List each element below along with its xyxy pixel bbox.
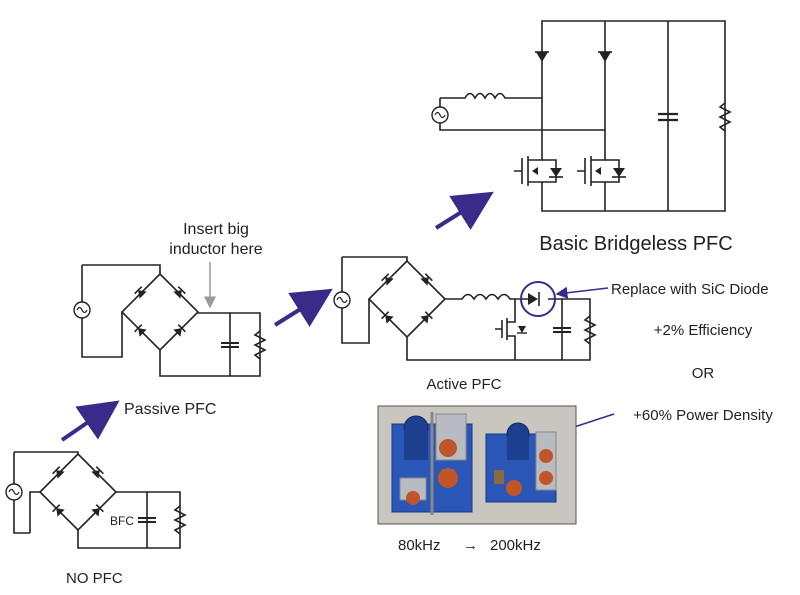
efficiency-label: +2% Efficiency <box>654 322 753 339</box>
passive-pfc-label: Passive PFC <box>124 401 216 418</box>
bfc-label: BFC <box>110 514 134 528</box>
no-pfc-circuit <box>5 451 186 549</box>
progression-arrow-2 <box>273 288 333 327</box>
replace-sic-label: Replace with SiC Diode <box>611 281 769 298</box>
bridgeless-pfc-circuit <box>431 20 731 212</box>
sic-diode-pointer <box>555 286 609 299</box>
insert-note-line1: Insert big <box>183 221 249 238</box>
freq-arrow-label: → <box>463 537 478 554</box>
freq-from-label: 80kHz <box>398 537 441 554</box>
passive-pfc-circuit <box>73 264 266 377</box>
progression-arrow-3 <box>434 191 494 230</box>
sic-diode-highlight <box>520 281 556 317</box>
bridgeless-title: Basic Bridgeless PFC <box>539 233 732 255</box>
active-pfc-circuit <box>333 256 596 361</box>
insert-note-line2: inductor here <box>169 241 262 258</box>
freq-to-label: 200kHz <box>490 537 541 554</box>
progression-arrow-1 <box>60 400 120 442</box>
active-pfc-label: Active PFC <box>426 376 501 393</box>
or-label: OR <box>692 365 715 382</box>
power-density-label: +60% Power Density <box>633 407 773 424</box>
pcb-photo <box>377 405 577 525</box>
no-pfc-label: NO PFC <box>66 570 123 587</box>
